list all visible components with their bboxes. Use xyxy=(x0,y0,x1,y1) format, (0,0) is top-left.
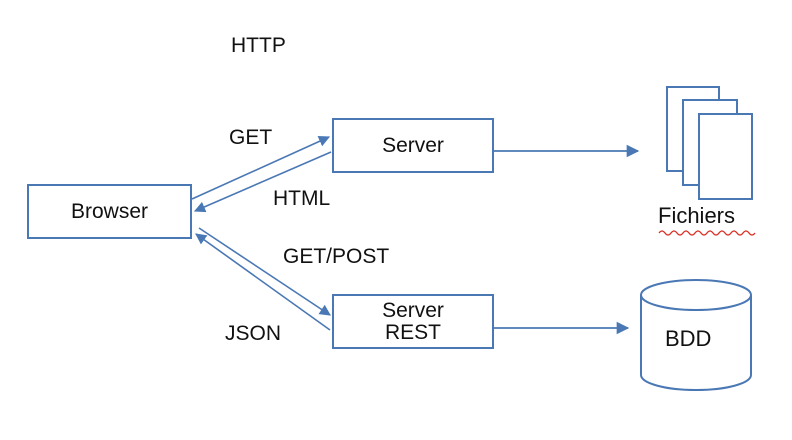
protocol-label: HTTP xyxy=(231,34,286,57)
spellcheck-squiggle xyxy=(658,230,756,236)
database-label: BDD xyxy=(665,326,712,351)
files-label: Fichiers xyxy=(658,203,736,228)
json-arrow xyxy=(195,233,331,331)
get-post-arrow xyxy=(198,227,331,316)
html-label: HTML xyxy=(273,187,331,210)
server-rest-line2: REST xyxy=(384,320,441,344)
get-label: GET xyxy=(229,126,273,149)
get-arrow xyxy=(191,136,331,200)
database-cylinder-icon xyxy=(640,279,752,391)
server-rest-line1: Server xyxy=(382,299,444,323)
browser-node: Browser xyxy=(27,184,192,239)
html-arrow xyxy=(193,151,332,213)
get-post-label: GET/POST xyxy=(283,245,390,268)
files-stack-icon xyxy=(666,86,753,200)
server-node: Server xyxy=(332,118,494,173)
json-label: JSON xyxy=(225,322,282,345)
server-rest-node: Server REST xyxy=(332,294,494,349)
